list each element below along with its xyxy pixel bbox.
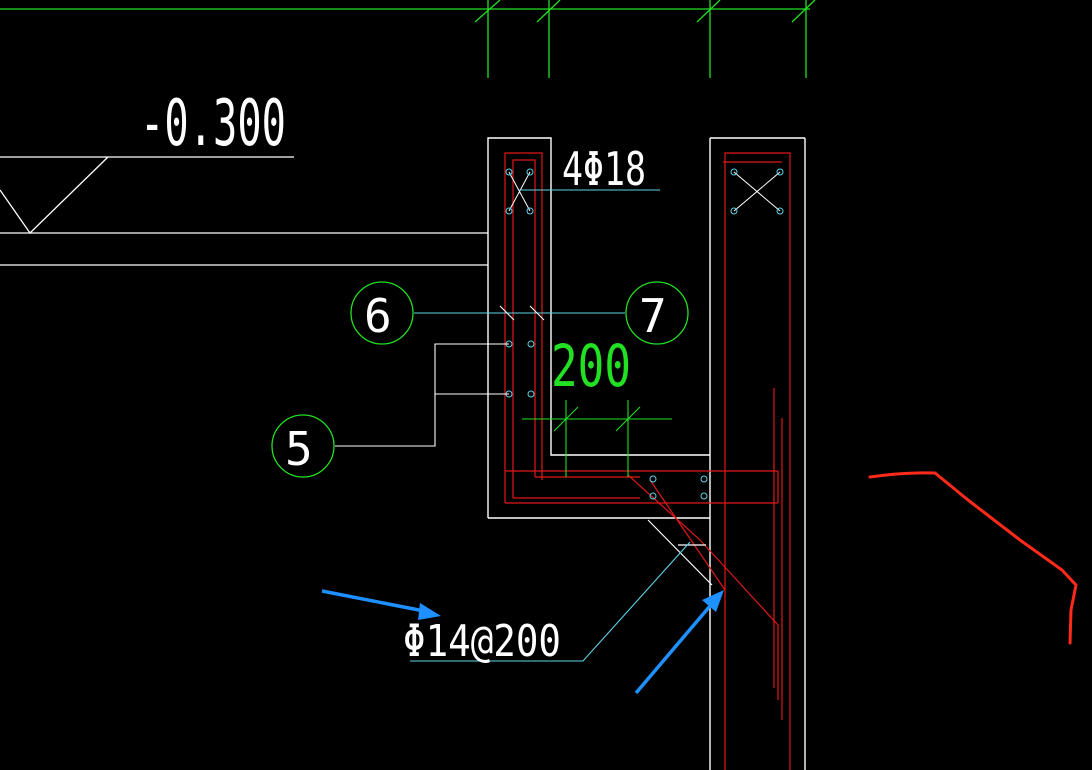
callout-6-circle: [350, 281, 414, 345]
red-markup-stroke: [868, 471, 1078, 645]
dimension-label: 200: [551, 332, 631, 400]
column-rebar-label: 4Φ18: [562, 142, 646, 196]
callout-leader-5: [335, 343, 509, 447]
rebar-cross-left: [508, 171, 531, 212]
concrete-outline: [487, 137, 806, 770]
dimension-200: [522, 400, 672, 477]
elevation-marker: [0, 156, 294, 234]
stirrup-label: Φ14@200: [403, 616, 561, 667]
callout-6-label: 6: [364, 289, 392, 343]
section-break-marks: [499, 305, 545, 321]
grid-lines: [0, 0, 816, 78]
callout-7-circle: [625, 281, 689, 345]
blue-arrow-right: [634, 590, 724, 695]
slab-outline: [0, 232, 488, 266]
callout-5-label: 5: [285, 422, 313, 476]
rebar-lines: [504, 152, 791, 770]
blue-arrow-left: [321, 589, 441, 620]
elevation-label: -0.300: [140, 87, 286, 161]
rebar-cross-right: [733, 171, 781, 212]
callout-5-circle: [271, 414, 335, 478]
callout-7-label: 7: [639, 289, 667, 343]
stirrup-leader: [410, 541, 691, 662]
